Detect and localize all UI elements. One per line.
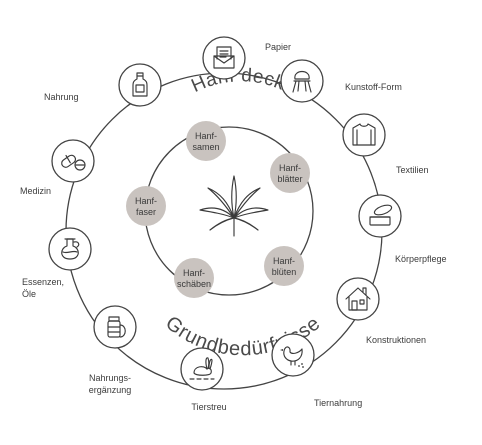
use-icon-circle (180, 347, 224, 391)
plant-part-disc (126, 186, 166, 226)
use-icon-circle (271, 333, 315, 377)
use-koerperpflege: Körperpflege (358, 194, 447, 264)
rabbit-icon (189, 357, 215, 380)
use-kunststoff: Kunstoff-Form (280, 59, 402, 103)
envelope-letter-icon (213, 46, 235, 69)
plant-part-disc (174, 258, 214, 298)
use-konstruktionen: Konstruktionen (336, 277, 426, 345)
use-tiernahrung: Tiernahrung (271, 333, 362, 408)
plant-part-disc (264, 246, 304, 286)
use-icon-circle (48, 227, 92, 271)
use-label: Tierstreu (191, 402, 226, 412)
plant-part-schaeben: Hanf-schäben (174, 258, 214, 298)
use-icon-circle (51, 139, 95, 183)
use-icon-circle (342, 113, 386, 157)
use-textilien: Textilien (342, 113, 429, 175)
use-icon-circle (358, 194, 402, 238)
use-nahrung: Nahrung (44, 63, 162, 107)
use-label: Essenzen,Öle (22, 277, 64, 299)
use-label: Textilien (396, 165, 429, 175)
plant-part-samen: Hanf-samen (186, 121, 226, 161)
cream-jar-icon (369, 204, 393, 226)
supplement-jar-icon (107, 316, 126, 338)
chair-icon (292, 70, 312, 93)
oil-flask-icon (61, 238, 80, 260)
use-tierstreu: Tierstreu (180, 347, 227, 412)
use-papier: Papier (202, 36, 291, 80)
plant-part-label: Hanf-schäben (177, 268, 211, 289)
use-essenzen: Essenzen,Öle (22, 227, 92, 299)
plant-part-blueten: Hanf-blüten (264, 246, 304, 286)
plant-part-disc (270, 153, 310, 193)
hemp-leaf-icon (199, 175, 269, 237)
plant-part-blaetter: Hanf-blätter (270, 153, 310, 193)
use-label: Nahrung (44, 92, 79, 102)
plant-part-label: Hanf-faser (135, 196, 157, 217)
use-label: Kunstoff-Form (345, 82, 402, 92)
shirt-icon (352, 123, 376, 146)
use-label: Papier (265, 42, 291, 52)
use-label: Nahrungs-ergänzung (89, 373, 132, 395)
plant-part-disc (186, 121, 226, 161)
bottle-icon (132, 72, 148, 97)
use-label: Körperpflege (395, 254, 447, 264)
use-nahrungsergaenzung: Nahrungs-ergänzung (89, 305, 137, 395)
plant-part-faser: Hanf-faser (126, 186, 166, 226)
use-label: Tiernahrung (314, 398, 362, 408)
use-label: Medizin (20, 186, 51, 196)
pills-icon (61, 154, 86, 171)
use-icon-circle (336, 277, 380, 321)
use-icon-circle (202, 36, 246, 80)
use-label: Konstruktionen (366, 335, 426, 345)
plant-part-label: Hanf-blüten (272, 256, 297, 277)
plant-part-label: Hanf-samen (192, 131, 219, 152)
use-medizin: Medizin (20, 139, 95, 196)
house-icon (345, 287, 371, 311)
plant-part-label: Hanf-blätter (277, 163, 302, 184)
chicken-icon (280, 346, 304, 368)
